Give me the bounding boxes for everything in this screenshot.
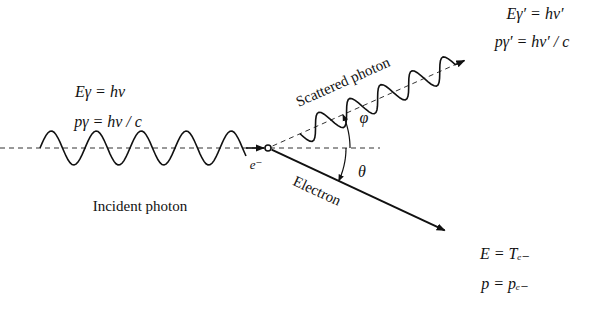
axis-line: [0, 148, 380, 149]
photon-waves: [40, 57, 464, 230]
scattered-momentum: pγ′ = hν′ / c: [495, 33, 570, 51]
incident-energy: Eγ = hν: [75, 83, 125, 101]
scattered-energy: Eγ′ = hν′: [507, 5, 564, 23]
incident-caption: Incident photon: [93, 198, 188, 215]
electron-momentum: p = pₑ₋: [481, 275, 528, 293]
electron-energy: E = Tₑ₋: [480, 245, 530, 263]
phi-symbol: φ: [360, 109, 369, 127]
phi-arc: [343, 115, 350, 148]
theta-arc: [339, 148, 346, 181]
electron-arrow: [272, 150, 445, 231]
incident-momentum: pγ = hν / c: [74, 113, 142, 131]
incident-wave: [40, 131, 246, 165]
electron-caption: Electron: [290, 172, 343, 208]
incident-arrow: [246, 147, 264, 149]
electron-symbol: e⁻: [250, 158, 263, 172]
theta-symbol: θ: [358, 163, 366, 181]
electron-dot: [265, 145, 271, 151]
